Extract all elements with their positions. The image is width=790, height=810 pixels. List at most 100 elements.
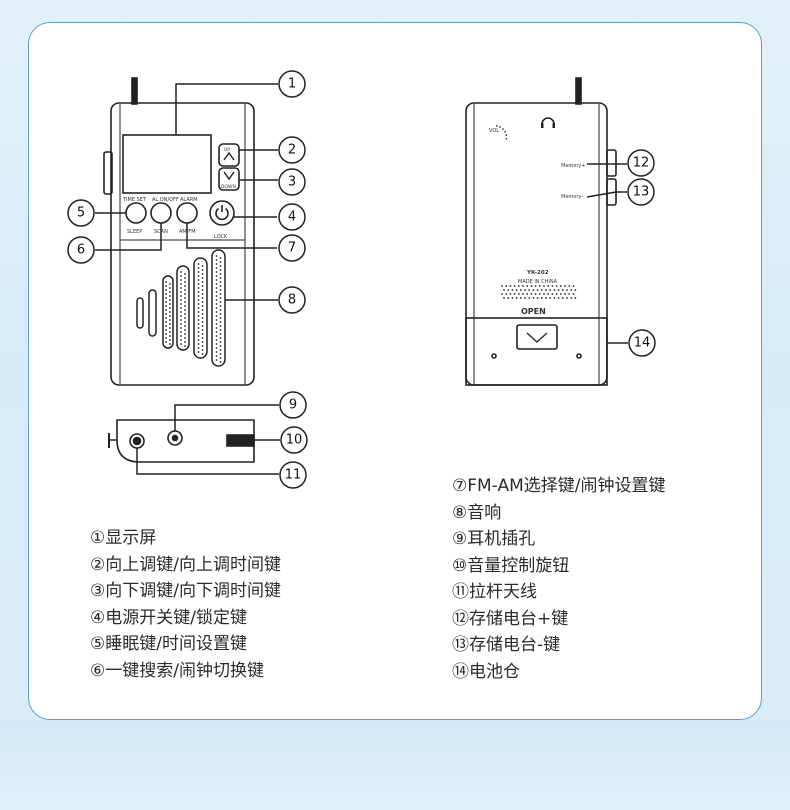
speaker-hole (501, 293, 503, 295)
speaker-hole (568, 293, 571, 295)
speaker-hole (201, 337, 204, 339)
callout-13 (627, 178, 655, 206)
speaker-hole (561, 289, 564, 291)
speaker-hole (197, 331, 200, 333)
speaker-hole (165, 305, 167, 307)
speaker-hole (543, 293, 545, 295)
speaker-hole (536, 297, 539, 299)
speaker-hole (219, 309, 222, 311)
speaker-hole (561, 297, 564, 299)
speaker-hole (509, 285, 512, 287)
callout-13-number: 13 (633, 185, 650, 200)
label-alarm-onoff: AL.ON/OFF (152, 197, 179, 203)
callout-5-number: 5 (77, 206, 85, 221)
speaker-hole (522, 285, 524, 287)
speaker-hole (219, 277, 222, 279)
speaker-hole (184, 321, 186, 323)
legend-item-6: ⑥一键搜索/闹钟切换键 (90, 660, 264, 681)
callout-3 (278, 168, 306, 196)
label-time-set: TIME SET (122, 197, 147, 203)
display-screen (122, 134, 212, 194)
speaker-hole (197, 299, 200, 301)
speaker-hole (180, 343, 182, 345)
speaker-hole (507, 289, 510, 291)
speaker-hole (197, 339, 200, 341)
speaker-hole (219, 297, 222, 299)
speaker-hole (201, 285, 204, 287)
speaker-hole (219, 353, 222, 355)
speaker-hole (219, 349, 222, 351)
speaker-hole (165, 337, 167, 339)
speaker-hole (509, 293, 512, 295)
speaker-hole (165, 333, 167, 335)
speaker-hole (538, 293, 541, 295)
speaker-hole (215, 331, 218, 333)
speaker-hole (517, 285, 520, 287)
speaker-hole (180, 303, 182, 305)
speaker-hole (555, 293, 558, 295)
speaker-hole (184, 329, 186, 331)
callout-8 (278, 286, 306, 314)
speaker-hole (547, 285, 550, 287)
speaker-hole (215, 295, 218, 297)
speaker-hole (524, 297, 526, 299)
speaker-hole (184, 281, 186, 283)
speaker-hole (538, 285, 541, 287)
sleep-button (125, 202, 147, 224)
back-view (465, 77, 617, 386)
legend-item-11: ⑪拉杆天线 (452, 582, 537, 602)
speaker-hole (522, 293, 524, 295)
speaker-hole (501, 285, 503, 287)
speaker-hole (574, 289, 577, 291)
speaker-hole (201, 293, 204, 295)
speaker-hole (215, 255, 218, 257)
speaker-hole (201, 345, 204, 347)
speaker-hole (165, 313, 167, 315)
speaker-hole (557, 289, 560, 291)
speaker-hole (165, 321, 167, 323)
legend-item-10: ⑩音量控制旋钮 (452, 555, 570, 576)
speaker-hole (540, 289, 543, 291)
front-view (103, 77, 255, 386)
speaker-hole (570, 297, 573, 299)
speaker-hole (515, 297, 518, 299)
speaker-hole (184, 285, 186, 287)
speaker-hole (180, 331, 182, 333)
power-button (209, 200, 235, 226)
speaker-hole (215, 259, 218, 261)
legend-item-3: ③向下调键/向下调时间键 (90, 581, 281, 601)
speaker-hole (215, 315, 218, 317)
speaker-hole (184, 341, 186, 343)
speaker-hole (215, 347, 218, 349)
speaker-hole (219, 281, 222, 283)
bottom-body (116, 419, 255, 463)
legend-item-1: ①显示屏 (90, 528, 157, 548)
speaker-hole (568, 285, 571, 287)
speaker-hole (201, 273, 204, 275)
label-up: UP (224, 147, 230, 153)
speaker-hole (215, 307, 218, 309)
speaker-hole (169, 315, 171, 317)
speaker-hole (215, 299, 218, 301)
callout-1 (278, 70, 306, 98)
speaker-hole (201, 301, 204, 303)
speaker-hole (201, 321, 204, 323)
speaker-hole (201, 309, 204, 311)
callout-10 (280, 426, 308, 454)
speaker-hole (169, 295, 171, 297)
speaker-hole (165, 309, 167, 311)
speaker-hole (169, 327, 171, 329)
speaker-hole (180, 315, 182, 317)
speaker-hole (184, 293, 186, 295)
speaker-hole (184, 313, 186, 315)
speaker-hole (219, 337, 222, 339)
speaker-hole (528, 297, 531, 299)
speaker-hole (197, 327, 200, 329)
speaker-hole (165, 281, 167, 283)
speaker-hole (197, 343, 200, 345)
speaker-hole (519, 289, 522, 291)
speaker-hole (515, 289, 518, 291)
speaker-hole (219, 325, 222, 327)
speaker-hole (184, 277, 186, 279)
speaker-hole (530, 293, 533, 295)
